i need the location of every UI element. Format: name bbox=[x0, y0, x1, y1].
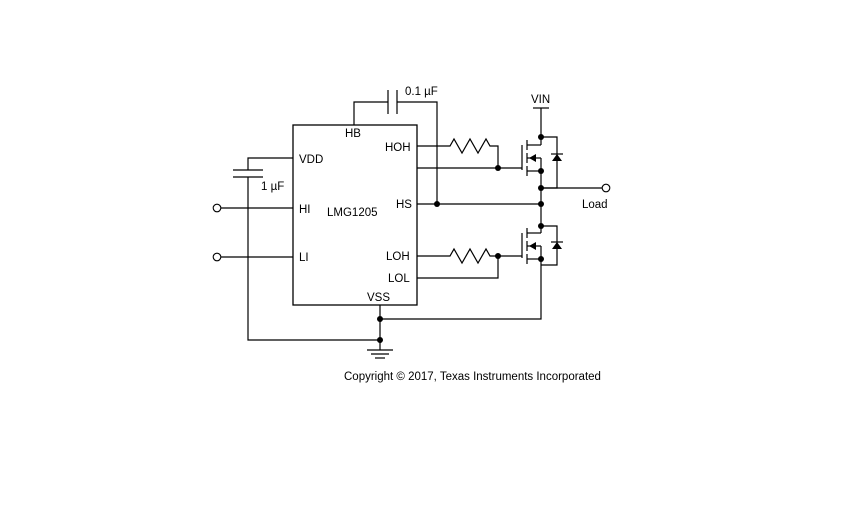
pin-label-hi: HI bbox=[299, 204, 311, 216]
li-terminal bbox=[212, 252, 222, 262]
pin-label-hs: HS bbox=[396, 199, 412, 211]
pin-label-lol: LOL bbox=[388, 273, 410, 285]
junction-dots bbox=[377, 134, 544, 343]
bootstrap-capacitor bbox=[353, 90, 438, 204]
lol-trace bbox=[417, 256, 499, 279]
hoh-gate-resistor bbox=[417, 137, 499, 168]
pin-label-vss: VSS bbox=[367, 292, 390, 304]
pin-label-hoh: HOH bbox=[385, 142, 411, 154]
pin-label-vdd: VDD bbox=[299, 154, 323, 166]
pin-label-hb: HB bbox=[345, 128, 361, 140]
load-terminal bbox=[601, 183, 611, 193]
ic-name-label: LMG1205 bbox=[327, 207, 378, 219]
copyright-text: Copyright © 2017, Texas Instruments Inco… bbox=[344, 371, 601, 383]
load-label: Load bbox=[582, 199, 608, 211]
vdd-capacitor bbox=[233, 157, 380, 341]
pin-label-loh: LOH bbox=[386, 251, 410, 263]
low-side-mosfet bbox=[521, 225, 563, 266]
ic-body bbox=[292, 124, 418, 306]
hi-terminal bbox=[212, 203, 222, 213]
vin-label: VIN bbox=[531, 94, 550, 106]
hi-input bbox=[212, 203, 293, 213]
vin-rail bbox=[533, 107, 549, 137]
bootstrap-cap-value: 0.1 µF bbox=[405, 86, 438, 98]
li-input bbox=[212, 252, 293, 262]
vdd-cap-value: 1 µF bbox=[261, 181, 284, 193]
high-side-mosfet bbox=[521, 136, 563, 189]
vss-trace bbox=[379, 265, 542, 320]
loh-gate-resistor bbox=[417, 247, 498, 265]
pin-label-li: LI bbox=[299, 252, 309, 264]
ground-icon bbox=[367, 349, 393, 359]
